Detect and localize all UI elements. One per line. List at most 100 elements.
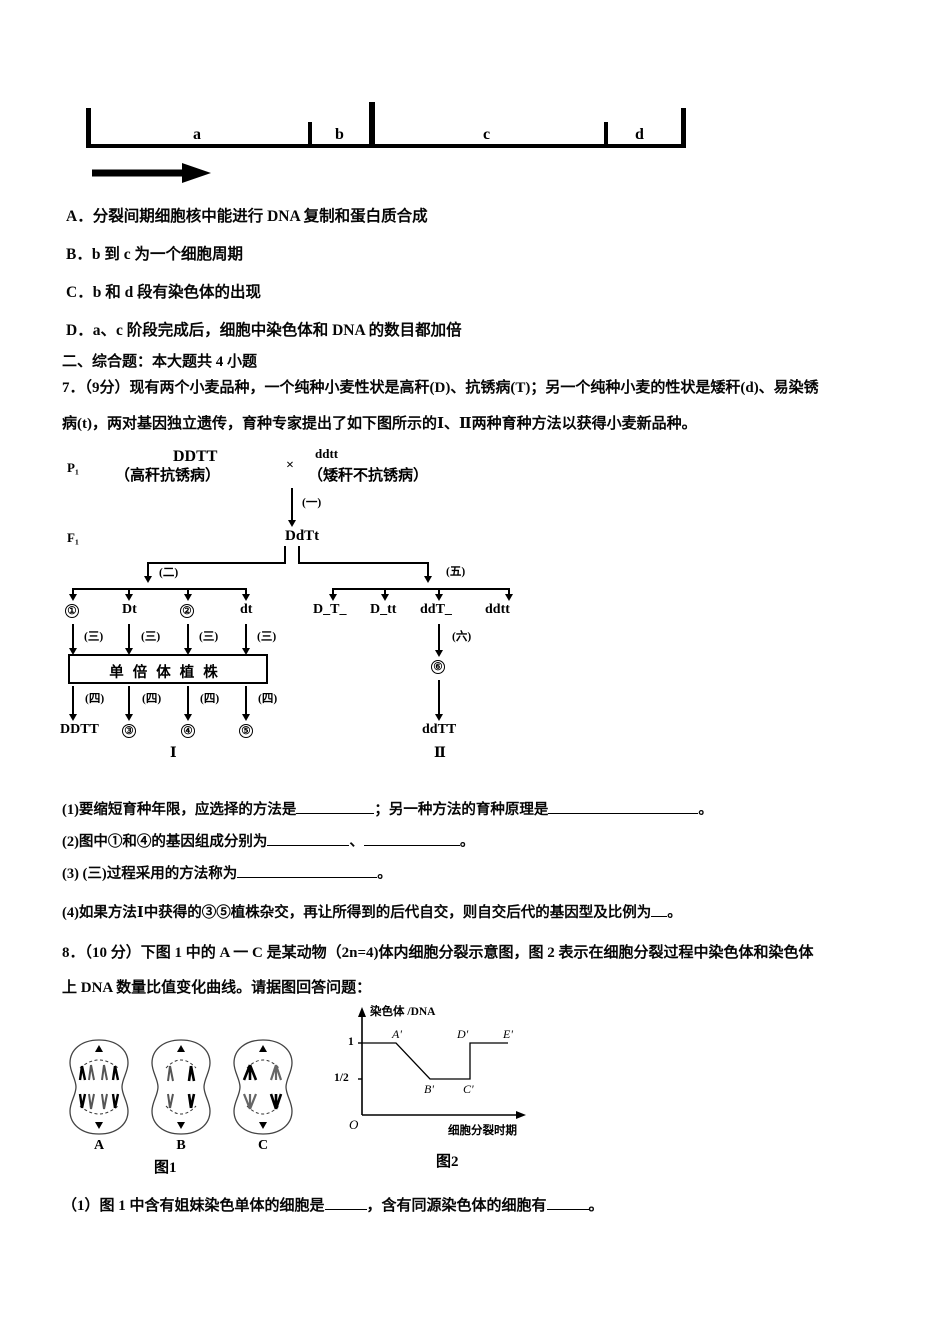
circled-number-5: ⑤ [239,724,253,738]
cell-label-c: C [257,1138,269,1153]
from-haploid-shaft-3 [187,686,189,718]
arrow-p1-f1-shaft [291,488,293,522]
f2-drop-2 [384,588,386,598]
to-haploid-head-3 [184,648,192,655]
from-haploid-shaft-1 [72,686,74,718]
q7-line-1: 7．（9分）现有两个小麦品种，一个纯种小麦性状是高秆(D)、抗锈病(T)；另一个… [62,379,819,399]
haploid-plants-box: 单倍体植株 [68,654,268,684]
cell-diagram-c: C [226,1038,300,1153]
f2-label-3: ddT_ [420,602,452,617]
q7-sub-2: (2)图中①和④的基因组成分别为、。 [62,832,474,852]
q7-sub-4-blank[interactable] [651,903,668,917]
gamete-bar [72,588,247,590]
cross-symbol: × [286,458,294,473]
f2-arrowhead-3 [435,594,443,601]
q8-number: 8． [62,945,85,961]
step-label-3d: (三) [257,631,277,643]
ruler-segment-label-b: b [335,126,344,143]
to-haploid-head-1 [69,648,77,655]
q7-sub-1-blank-b[interactable] [548,800,699,814]
to-haploid-shaft-1 [72,624,74,652]
q7-sub-2-blank-b[interactable] [363,832,460,846]
to-haploid-shaft-2 [128,624,130,652]
q8-sub-1-prefix: （1） [62,1198,100,1214]
option-d: D．a、c 阶段完成后，细胞中染色体和 DNA 的数目都加倍 [66,322,462,339]
parent-left-genotype: DDTT [173,448,218,465]
q8-sub-1-blank-b[interactable] [546,1196,589,1210]
left-branch-down [147,562,149,581]
result-left-1: DDTT [60,722,99,737]
cell-cycle-ruler-figure: a b c d [86,102,686,156]
step-label-3b: (三) [141,631,161,643]
gamete-drop-4 [245,588,247,598]
from-haploid-head-4 [242,714,250,721]
chart-x-axis-label: 细胞分裂时期 [448,1125,517,1137]
q8-stem-line1: 下图 1 中的 A 一 C 是某动物（2n=4)体内细胞分裂示意图，图 2 表示… [140,945,814,961]
to-haploid-head-4 [242,648,250,655]
circled-number-4: ④ [181,724,195,738]
circled-number-2: ② [180,604,194,618]
arrow-p1-f1-head [288,520,296,527]
gamete-arrowhead-4 [242,594,250,601]
cell-label-b: B [176,1138,186,1153]
q8-score: （10 分） [84,945,141,961]
f2-drop-4 [508,588,510,598]
q7-sub-1-prefix: (1) [62,802,79,818]
f2-drop-3 [438,588,440,598]
circled-number-3: ③ [122,724,136,738]
section-heading: 二、综合题：本大题共 4 小题 [62,354,258,370]
q7-sub-4: (4)如果方法Ⅰ中获得的③⑤植株杂交，再让所得到的后代自交，则自交后代的基因型及… [62,903,682,923]
ruler-segment-label-a: a [193,126,201,143]
q8-sub-1-blank-a[interactable] [324,1196,367,1210]
q7-sub-3-blank[interactable] [237,864,378,878]
result-left-2: ③ [122,722,136,738]
q7-sub-1-before: 要缩短育种年限，应选择的方法是 [78,802,297,818]
option-a: A．分裂间期细胞核中能进行 DNA 复制和蛋白质合成 [66,208,428,225]
ruler-tick-c-end [604,122,608,148]
from-haploid-shaft-4 [245,686,247,718]
q7-number: 7． [62,380,85,396]
option-c: C．b 和 d 段有染色体的出现 [66,284,262,301]
step-label-3a: (三) [84,631,104,643]
q7-sub-4-prefix: (4) [62,905,79,921]
gamete-label-1: ① [65,602,79,618]
method-label-2: Ⅱ [434,746,446,761]
from-haploid-head-1 [69,714,77,721]
result-left-4: ⑤ [239,722,253,738]
gamete-drop-3 [187,588,189,598]
cell-label-a: A [93,1138,105,1153]
chart-point-label-d: D' [457,1027,469,1041]
step6-shaft [438,624,440,654]
left-branch-drop [284,546,286,564]
left-branch-horizontal [147,562,286,564]
to-haploid-head-2 [125,648,133,655]
parent-right-genotype: ddtt [315,446,339,461]
parent-left-phenotype: （高秆抗锈病） [115,468,221,484]
ruler-segment-label-d: d [635,126,644,143]
ruler-tick-end [681,108,686,148]
q8-sub-1-before: 图 1 中含有姐妹染色单体的细胞是 [99,1198,325,1214]
f2-arrowhead-1 [329,594,337,601]
q7-sub-1-blank-a[interactable] [296,800,375,814]
f2-label-1: D_T_ [313,602,347,617]
right-branch-arrowhead [424,576,432,583]
q7-sub-2-blank-a[interactable] [267,832,350,846]
time-direction-arrow [92,162,212,184]
ruler-segment-label-c: c [483,126,491,143]
q7-sub-3-before: (三)过程采用的方法称为 [78,866,238,882]
chart-point-label-b: B' [424,1082,434,1096]
q8-line-1: 8．（10 分）下图 1 中的 A 一 C 是某动物（2n=4)体内细胞分裂示意… [62,944,814,964]
ruler-tick-start [86,108,91,148]
q7-sub-1: (1)要缩短育种年限，应选择的方法是；另一种方法的育种原理是。 [62,800,713,820]
chart-svg [358,1007,526,1119]
f2-arrowhead-2 [381,594,389,601]
step-label-4c: (四) [200,693,220,705]
q7-sub-4-before: 如果方法Ⅰ中获得的③⑤植株杂交，再让所得到的后代自交，则自交后代的基因型及比例为 [78,905,652,921]
step-label-6: (六) [452,631,472,643]
step-label-4d: (四) [258,693,278,705]
gamete-label-3: ② [180,602,194,618]
f2-drop-1 [332,588,334,598]
method2-arrowhead [435,714,443,721]
option-b: B．b 到 c 为一个细胞周期 [66,246,243,263]
